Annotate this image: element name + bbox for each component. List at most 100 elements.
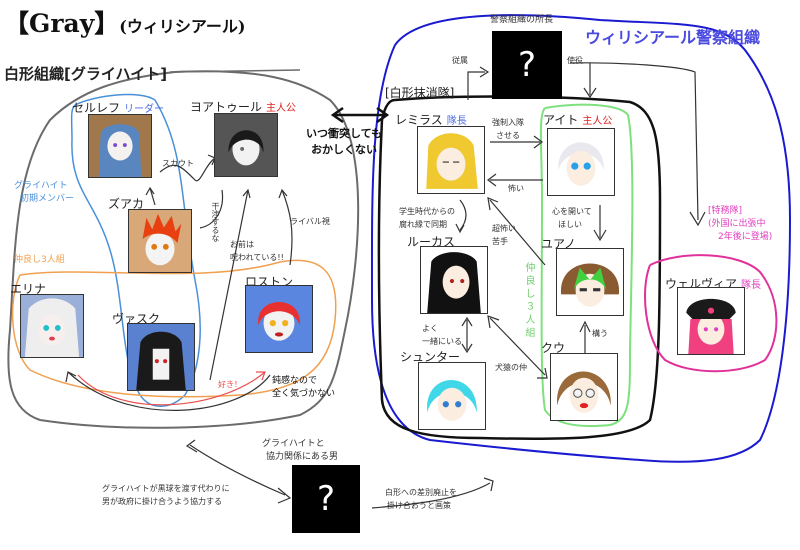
character-name: セルレフ	[72, 101, 121, 115]
character-yuano-label: ユアノ	[541, 237, 576, 251]
character-role: 隊長	[741, 280, 762, 291]
portrait-remiras	[417, 126, 485, 194]
collaborator-label: グライハイトと 協力関係にある男	[262, 438, 338, 464]
portrait-kuu	[550, 353, 618, 421]
relation-plan: 白形への差別廃止を 掛け合おうと画策	[385, 486, 457, 512]
portrait-lucas	[420, 246, 488, 314]
character-remiras-label: レミラス隊長	[395, 111, 467, 128]
relation-super-scary-line-1: 超怖い	[492, 224, 516, 233]
character-kuu-label: クウ	[541, 341, 566, 355]
title-main: 【Gray】	[4, 9, 120, 38]
relation-conflict: いつ衝突しても おかしくない	[306, 126, 382, 158]
relation-school-friends-line-2: 腐れ縁で同期	[399, 220, 447, 229]
founders-line-2: 初期メンバー	[20, 194, 75, 204]
relation-conflict-line-2: おかしくない	[311, 143, 378, 156]
page-title: 【Gray】(ウィリシアール)	[4, 4, 245, 40]
relation-cursed-line-2: 呪われている!!	[230, 253, 284, 262]
relation-often-together: よく 一緒にいる	[422, 322, 462, 348]
title-sub: (ウィリシアール)	[119, 17, 246, 36]
relation-plan-line-1: 白形への差別廃止を	[385, 488, 457, 497]
portrait-roston	[245, 285, 313, 353]
character-role: リーダー	[124, 104, 165, 115]
relation-subordinate: 従属	[452, 56, 468, 65]
police-outline	[370, 14, 792, 463]
portrait-serulef	[88, 114, 152, 178]
graihite-outline	[7, 70, 360, 429]
character-lucas-label: ルーカス	[407, 235, 456, 249]
relation-cursed: お前は 呪われている!!	[230, 238, 284, 264]
relation-often-together-line-1: よく	[422, 324, 438, 333]
relation-oblivious-line-2: 全く気づかない	[272, 389, 336, 399]
relation-oblivious: 鈍感なので 全く気づかない	[272, 375, 335, 401]
group-label-special: [特務隊] (外国に出張中 2年後に登場)	[708, 205, 772, 244]
group-label-graihite: 白形組織[グライハイト]	[4, 65, 168, 83]
relation-dont-interfere: 干渉するな	[211, 202, 220, 242]
character-name: アイト	[543, 113, 579, 127]
portrait-aito	[547, 128, 615, 196]
relation-rival: ライバル視	[290, 217, 330, 226]
special-line-1: [特務隊]	[708, 206, 743, 216]
collaborator-mystery: ?	[292, 465, 360, 533]
relation-open-heart-line-2: ほしい	[558, 220, 582, 229]
portrait-erina	[20, 294, 84, 358]
portrait-welvia	[677, 287, 745, 355]
relation-conflict-line-1: いつ衝突しても	[306, 127, 383, 140]
group-label-founders: グライハイト 初期メンバー	[14, 180, 74, 206]
relation-deal-line-2: 男が政府に掛け合うよう協力する	[102, 497, 222, 506]
trio-left-outline	[11, 259, 337, 398]
collaborator-label-line-1: グライハイトと	[262, 439, 325, 449]
relation-plan-line-2: 掛け合おうと画策	[387, 501, 451, 510]
special-line-2: (外国に出張中	[708, 219, 766, 229]
character-yoatool-label: ヨアトゥール主人公	[190, 98, 296, 115]
relation-force-join-line-2: させる	[496, 131, 520, 140]
group-label-squad: [白形抹消隊]	[385, 86, 455, 100]
relation-scout: スカウト	[162, 159, 194, 168]
relation-super-scary-line-2: 苦手	[492, 237, 508, 246]
relation-school-friends-line-1: 学生時代からの	[399, 207, 455, 216]
relation-force-join-line-1: 強制入隊	[492, 118, 524, 127]
character-role: 隊長	[446, 116, 467, 127]
relation-super-scary: 超怖い 苦手	[492, 222, 516, 248]
relation-scary: 怖い	[508, 184, 524, 193]
relation-cursed-line-1: お前は	[230, 240, 254, 249]
relation-enemies: 犬猿の仲	[495, 363, 527, 372]
group-label-trio-right: 仲良し３人組	[523, 262, 534, 340]
character-serulef-label: セルレフリーダー	[72, 99, 164, 116]
relation-employ: 使役	[567, 56, 583, 65]
relation-open-heart: 心を開いて ほしい	[552, 205, 592, 231]
group-label-trio-left: 仲良し3人組	[14, 255, 65, 265]
relation-likes: 好き！	[218, 380, 242, 389]
police-chief-label: 警察組織の所長	[490, 15, 554, 25]
portrait-yuano	[556, 248, 624, 316]
special-outline	[644, 254, 778, 373]
founders-outline	[70, 93, 201, 407]
character-name: レミラス	[395, 113, 443, 127]
relation-oblivious-line-1: 鈍感なので	[272, 376, 318, 386]
relation-deal: グライハイトが黒球を渡す代わりに 男が政府に掛け合うよう協力する	[102, 482, 230, 508]
question-mark-icon: ?	[316, 479, 336, 519]
portrait-yoatool	[214, 113, 278, 177]
collaborator-label-line-2: 協力関係にある男	[266, 452, 339, 462]
relation-open-heart-line-1: 心を開いて	[552, 207, 592, 216]
relation-often-together-line-2: 一緒にいる	[422, 337, 462, 346]
character-aito-label: アイト主人公	[543, 111, 612, 128]
squad-outline	[377, 95, 662, 441]
relation-force-join: 強制入隊 させる	[492, 116, 524, 142]
relation-deal-line-1: グライハイトが黒球を渡す代わりに	[102, 484, 230, 493]
police-chief-mystery: ?	[492, 31, 562, 99]
character-name: ヨアトゥール	[190, 100, 263, 114]
founders-line-1: グライハイト	[14, 181, 68, 191]
character-vasuku-label: ヴァスク	[112, 312, 161, 326]
group-label-police: ウィリシアール警察組織	[585, 28, 761, 47]
trio-right-outline	[539, 103, 634, 428]
portrait-shunter	[418, 362, 486, 430]
character-zuaka-label: ズアカ	[108, 197, 145, 211]
question-mark-icon: ?	[517, 45, 537, 85]
portrait-zuaka	[128, 209, 192, 273]
relation-protect: 構う	[592, 329, 608, 338]
character-shunter-label: シュンター	[400, 350, 461, 364]
character-role: 主人公	[266, 103, 297, 114]
character-erina-label: エリナ	[10, 282, 47, 296]
character-role: 主人公	[582, 116, 613, 127]
